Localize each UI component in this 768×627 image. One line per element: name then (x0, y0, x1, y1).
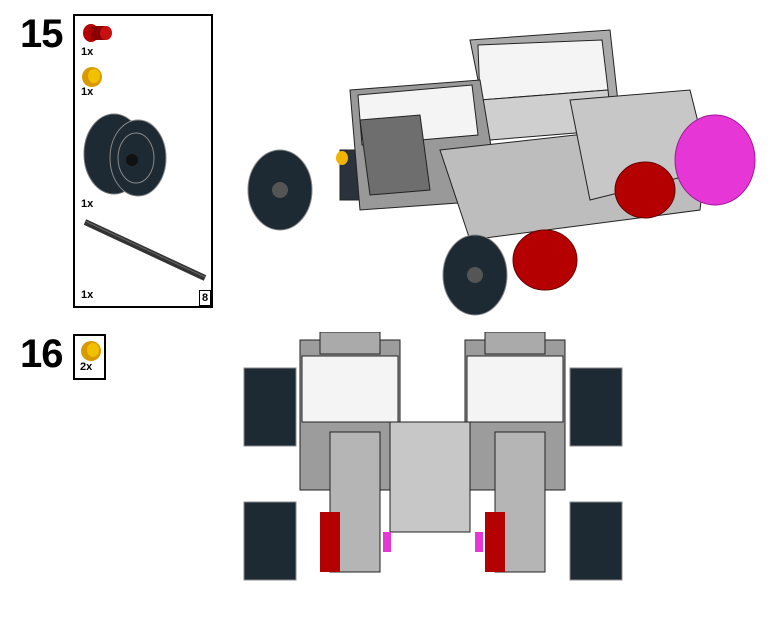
step-number-15: 15 (20, 12, 63, 56)
qty-yellow-bush: 2x (80, 361, 93, 373)
yellow-bush-part (82, 67, 102, 87)
step-16-assembly-illustration (243, 332, 623, 581)
step-number-16: 16 (20, 332, 63, 376)
wheel-left-rear (442, 234, 508, 316)
red-bush-hub (614, 161, 676, 219)
red-motor-hub (512, 229, 578, 291)
wheel-rim-part (83, 113, 167, 197)
wheel (243, 501, 297, 581)
red-motor-hub (320, 512, 340, 572)
qty-wheel-rim: 1x (81, 198, 94, 210)
qty-axle: 1x (81, 289, 94, 301)
red-bush-part (83, 24, 112, 42)
wheel (569, 367, 623, 447)
step-15-assembly-illustration (247, 29, 756, 316)
parts-list-step-16: 2x (73, 334, 106, 380)
highlighted-new-wheel-rim (674, 114, 756, 206)
axle-part (83, 219, 207, 281)
red-motor-hub (485, 512, 505, 572)
yellow-bush (336, 151, 348, 165)
wheel (569, 501, 623, 581)
magenta-bush (383, 532, 391, 552)
magenta-bush (475, 532, 483, 552)
yellow-bush-part (81, 341, 101, 361)
parts-list-step-15: 1x 1x 1x 1x 8 (73, 14, 213, 308)
wheel (243, 367, 297, 447)
wheel-left-front (247, 149, 313, 231)
axle-length-label: 8 (199, 290, 211, 306)
qty-yellow-bush: 1x (81, 86, 94, 98)
qty-red-bush: 1x (81, 46, 94, 58)
